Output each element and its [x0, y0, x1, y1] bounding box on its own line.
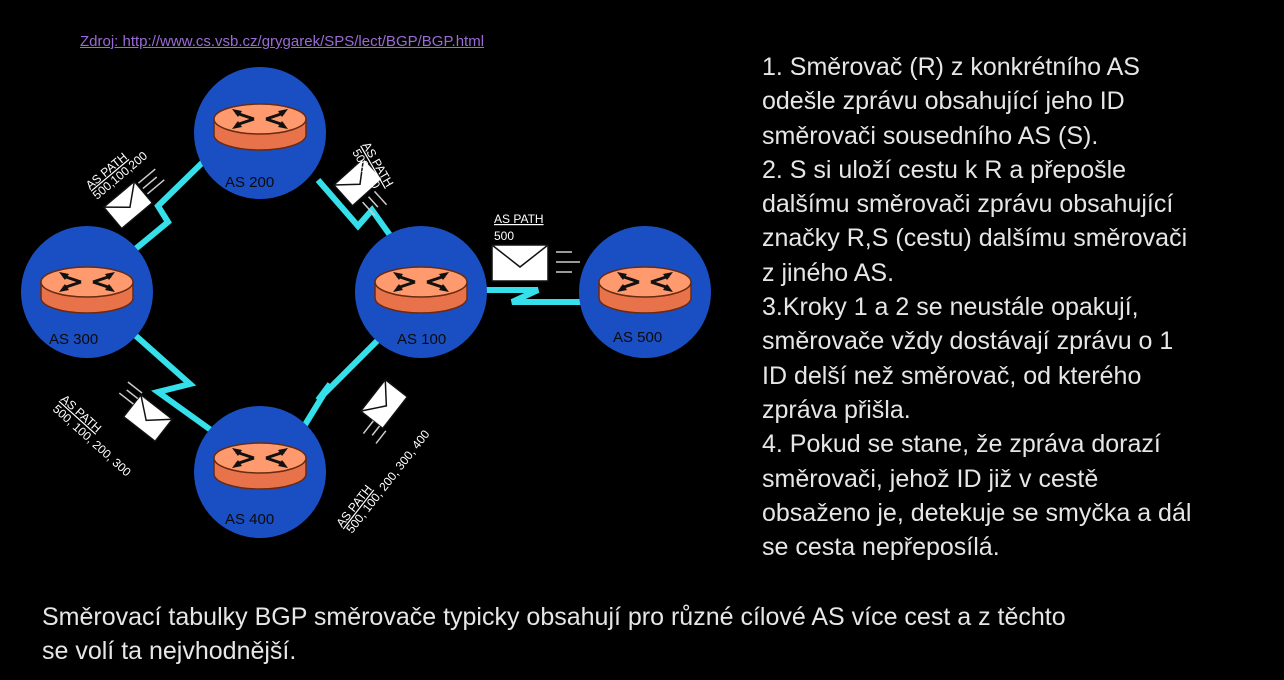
- link-400-100: [289, 319, 399, 448]
- link-100-500: [470, 287, 598, 305]
- node-as200: AS 200: [194, 67, 326, 199]
- step-line: směrovači, jehož ID již v cestě: [762, 464, 1099, 493]
- step-line: z jiného AS.: [762, 258, 895, 287]
- as200-label: AS 200: [225, 174, 274, 191]
- envelope-to200: AS PATH 500,100,200: [83, 148, 165, 230]
- step-line: 3.Kroky 1 a 2 se neustále opakují,: [762, 293, 1139, 322]
- step-line: směrovače vždy dostávají zprávu o 1: [762, 327, 1174, 356]
- step-line: značky R,S (cestu) dalšímu směrovači: [762, 224, 1188, 253]
- source-link[interactable]: Zdroj: http://www.cs.vsb.cz/grygarek/SPS…: [80, 33, 485, 50]
- step-line: směrovači sousedního AS (S).: [762, 121, 1099, 150]
- envelope-from500: AS PATH 500: [491, 212, 580, 282]
- envelope-to300: AS PATH 500, 100, 200, 300: [50, 381, 174, 479]
- envelope-from500-title: AS PATH: [494, 212, 544, 226]
- node-as100: AS 100: [355, 226, 487, 358]
- step-line: 4. Pokud se stane, že zpráva dorazí: [762, 430, 1161, 459]
- summary-line: se volí ta nejvhodnější.: [42, 637, 297, 665]
- step-line: obsaženo je, detekuje se smyčka a dál: [762, 498, 1192, 527]
- bgp-network-diagram: AS 200 AS 300 AS 100 AS 500 AS 400 AS PA…: [21, 67, 711, 538]
- step-line: 2. S si uloží cestu k R a přepošle: [762, 155, 1127, 184]
- envelope-to400-path: 500, 100, 200, 300, 400: [343, 427, 432, 536]
- as100-label: AS 100: [397, 331, 446, 348]
- envelope-from500-path: 500: [494, 229, 514, 243]
- step-line: odešle zprávu obsahující jeho ID: [762, 87, 1125, 116]
- as300-label: AS 300: [49, 331, 98, 348]
- step-line: ID delší než směrovač, od kterého: [762, 361, 1142, 390]
- step-line: se cesta nepřeposílá.: [762, 533, 1000, 562]
- network-links: [108, 157, 598, 448]
- step-line: zpráva přišla.: [762, 395, 911, 424]
- step-line: dalšímu směrovači zprávu obsahující: [762, 190, 1174, 219]
- link-300-400: [116, 317, 224, 441]
- as400-label: AS 400: [225, 511, 274, 528]
- link-300-200: [108, 157, 208, 273]
- as500-label: AS 500: [613, 329, 662, 346]
- bgp-steps-text: 1. Směrovač (R) z konkrétního AS odešle …: [762, 50, 1272, 564]
- node-as300: AS 300: [21, 226, 153, 358]
- node-as500: AS 500: [579, 226, 711, 358]
- step-line: 1. Směrovač (R) z konkrétního AS: [762, 53, 1140, 81]
- node-as400: AS 400: [194, 406, 326, 538]
- summary-text: Směrovací tabulky BGP směrovače typicky …: [42, 600, 1262, 668]
- envelope-to400: AS PATH 500, 100, 200, 300, 400: [333, 378, 433, 536]
- summary-line: Směrovací tabulky BGP směrovače typicky …: [42, 603, 1066, 631]
